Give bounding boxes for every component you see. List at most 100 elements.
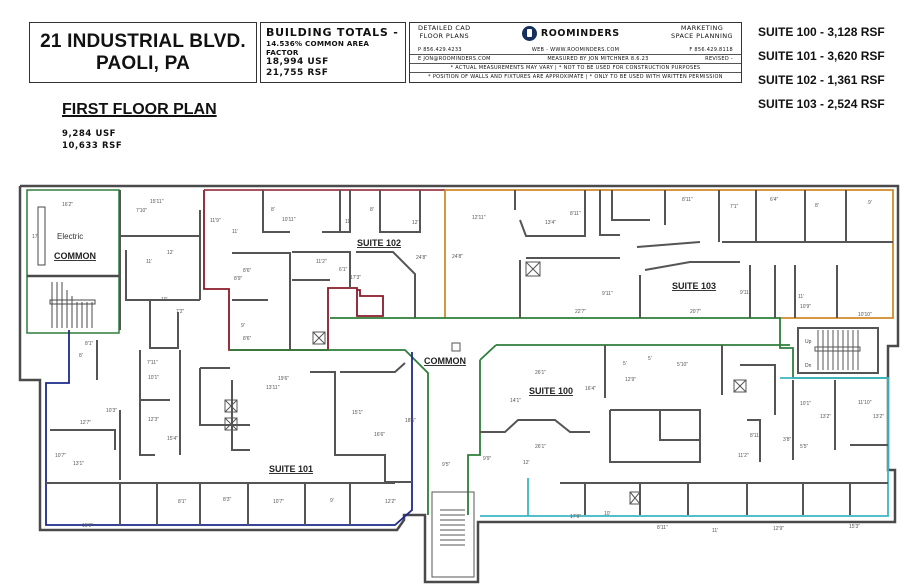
svg-text:13'11": 13'11" xyxy=(266,385,280,391)
svg-text:8'11": 8'11" xyxy=(682,197,693,203)
svg-text:10'7": 10'7" xyxy=(273,499,284,505)
company-info-box: DETAILED CAD FLOOR PLANS ROOMINDERS MARK… xyxy=(409,22,742,83)
svg-text:7'10": 7'10" xyxy=(136,208,147,214)
svg-text:9'11": 9'11" xyxy=(602,291,613,297)
svg-text:16'2": 16'2" xyxy=(62,202,73,208)
svg-text:12'7": 12'7" xyxy=(80,420,91,426)
svg-text:8'11": 8'11" xyxy=(570,211,581,217)
svg-text:24'8": 24'8" xyxy=(452,254,463,260)
svg-text:8'1": 8'1" xyxy=(178,499,187,505)
common-center-label: COMMON xyxy=(424,356,466,366)
floor-rsf: 10,633 RSF xyxy=(62,141,123,151)
exterior-walls xyxy=(18,184,900,584)
stair-up-label: Up xyxy=(805,339,812,345)
floor-title: FIRST FLOOR PLAN xyxy=(62,101,217,118)
fax: F 856.429.8118 xyxy=(689,47,733,53)
svg-text:26'1": 26'1" xyxy=(535,444,546,450)
svg-text:6'1": 6'1" xyxy=(339,267,348,273)
suite-summary-list: SUITE 100 - 3,128 RSF SUITE 101 - 3,620 … xyxy=(758,20,885,116)
stairs-left-icon xyxy=(49,282,96,328)
svg-text:12'9": 12'9" xyxy=(773,526,784,532)
left-services: DETAILED CAD FLOOR PLANS xyxy=(418,24,471,40)
svg-text:7'11": 7'11" xyxy=(147,360,158,366)
svg-text:8': 8' xyxy=(79,353,83,359)
svg-text:5'5": 5'5" xyxy=(800,444,809,450)
svg-text:12'2": 12'2" xyxy=(385,499,396,505)
svg-text:16'6": 16'6" xyxy=(374,432,385,438)
svg-text:12': 12' xyxy=(523,460,530,466)
svg-text:26'1": 26'1" xyxy=(535,370,546,376)
disclaimer-1: * ACTUAL MEASUREMENTS MAY VARY | * NOT T… xyxy=(410,64,741,73)
revised: REVISED - xyxy=(705,56,733,62)
svg-text:9'5": 9'5" xyxy=(442,462,451,468)
suite-summary-item: SUITE 101 - 3,620 RSF xyxy=(758,49,885,63)
electric-panel-icon xyxy=(37,206,46,266)
common-area-factor: 14.536% COMMON AREA FACTOR xyxy=(266,39,370,57)
email-link[interactable]: E JON@ROOMINDERS.COM xyxy=(418,56,491,62)
svg-text:8'6": 8'6" xyxy=(243,268,252,274)
svg-text:9': 9' xyxy=(330,498,334,504)
svg-text:8': 8' xyxy=(271,207,275,213)
disclaimer-2: * POSITION OF WALLS AND FIXTURES ARE APP… xyxy=(428,74,723,80)
svg-text:17': 17' xyxy=(32,234,39,240)
address-line-1: 21 INDUSTRIAL BLVD. xyxy=(40,30,246,52)
stair-dn-label: Dn xyxy=(805,363,812,369)
svg-text:10'1": 10'1" xyxy=(800,401,811,407)
svg-text:12'3": 12'3" xyxy=(148,417,159,423)
svg-text:11': 11' xyxy=(232,229,238,235)
svg-text:12'9": 12'9" xyxy=(625,377,636,383)
svg-text:11'10": 11'10" xyxy=(858,400,872,406)
service-marketing: MARKETING xyxy=(680,24,724,32)
website-link[interactable]: WEB - WWW.ROOMINDERS.COM xyxy=(531,47,620,53)
svg-text:11': 11' xyxy=(146,259,152,265)
building-totals-box: BUILDING TOTALS - 14.536% COMMON AREA FA… xyxy=(260,22,406,83)
svg-text:9': 9' xyxy=(868,200,872,206)
svg-text:10'10": 10'10" xyxy=(858,312,872,318)
brand: ROOMINDERS xyxy=(521,26,620,41)
measured-by: MEASURED BY JON MITCHNER 8.6.23 xyxy=(547,56,649,62)
svg-text:16'4": 16'4" xyxy=(585,386,596,392)
svg-text:10'3": 10'3" xyxy=(106,408,117,414)
address-line-2: PAOLI, PA xyxy=(96,52,190,74)
suite-100-label: SUITE 100 xyxy=(529,386,573,396)
building-rsf: 21,755 RSF xyxy=(266,68,329,78)
svg-text:12'11": 12'11" xyxy=(472,215,486,221)
svg-text:7'1": 7'1" xyxy=(730,204,739,210)
svg-text:6'4": 6'4" xyxy=(770,197,779,203)
svg-text:7'2": 7'2" xyxy=(176,309,185,315)
svg-text:14'1": 14'1" xyxy=(510,398,521,404)
suite-101-label: SUITE 101 xyxy=(269,464,313,474)
floor-stats: 9,284 USF 10,633 RSF xyxy=(62,128,122,152)
svg-text:22'7": 22'7" xyxy=(575,309,586,315)
suite-102-label: SUITE 102 xyxy=(357,238,401,248)
svg-text:20'7": 20'7" xyxy=(690,309,701,315)
address-box: 21 INDUSTRIAL BLVD. PAOLI, PA xyxy=(29,22,257,83)
svg-text:19'6": 19'6" xyxy=(278,376,289,382)
svg-text:17'3": 17'3" xyxy=(350,275,361,281)
svg-text:8': 8' xyxy=(815,203,819,209)
svg-text:10': 10' xyxy=(161,297,168,303)
svg-text:11'9": 11'9" xyxy=(210,218,221,224)
stairs-right-icon xyxy=(814,330,861,370)
building-totals-title: BUILDING TOTALS - xyxy=(266,26,399,39)
electric-label: Electric xyxy=(57,232,83,241)
svg-text:15'4": 15'4" xyxy=(167,436,178,442)
dimension-labels: 16'2" 17' 15'11" 7'10" 12' 11' 10' 7'2" … xyxy=(32,197,884,534)
svg-text:8'11": 8'11" xyxy=(750,433,761,439)
service-space-planning: SPACE PLANNING xyxy=(671,32,733,40)
svg-text:11': 11' xyxy=(712,528,718,534)
suite-101-boundary xyxy=(45,330,413,526)
svg-text:8': 8' xyxy=(370,207,374,213)
common-area-left xyxy=(26,189,120,334)
interior-walls xyxy=(46,190,893,525)
stairs-bottom-icon xyxy=(431,491,475,578)
suite-103-boundary xyxy=(444,189,894,319)
svg-text:10'1": 10'1" xyxy=(148,375,159,381)
svg-text:15'1": 15'1" xyxy=(352,410,363,416)
svg-text:8'1": 8'1" xyxy=(85,341,94,347)
svg-text:9'9": 9'9" xyxy=(483,456,492,462)
svg-text:11': 11' xyxy=(798,294,804,300)
building-usf: 18,994 USF xyxy=(266,57,329,67)
svg-text:11': 11' xyxy=(345,219,351,225)
roominders-logo-icon xyxy=(521,26,537,41)
